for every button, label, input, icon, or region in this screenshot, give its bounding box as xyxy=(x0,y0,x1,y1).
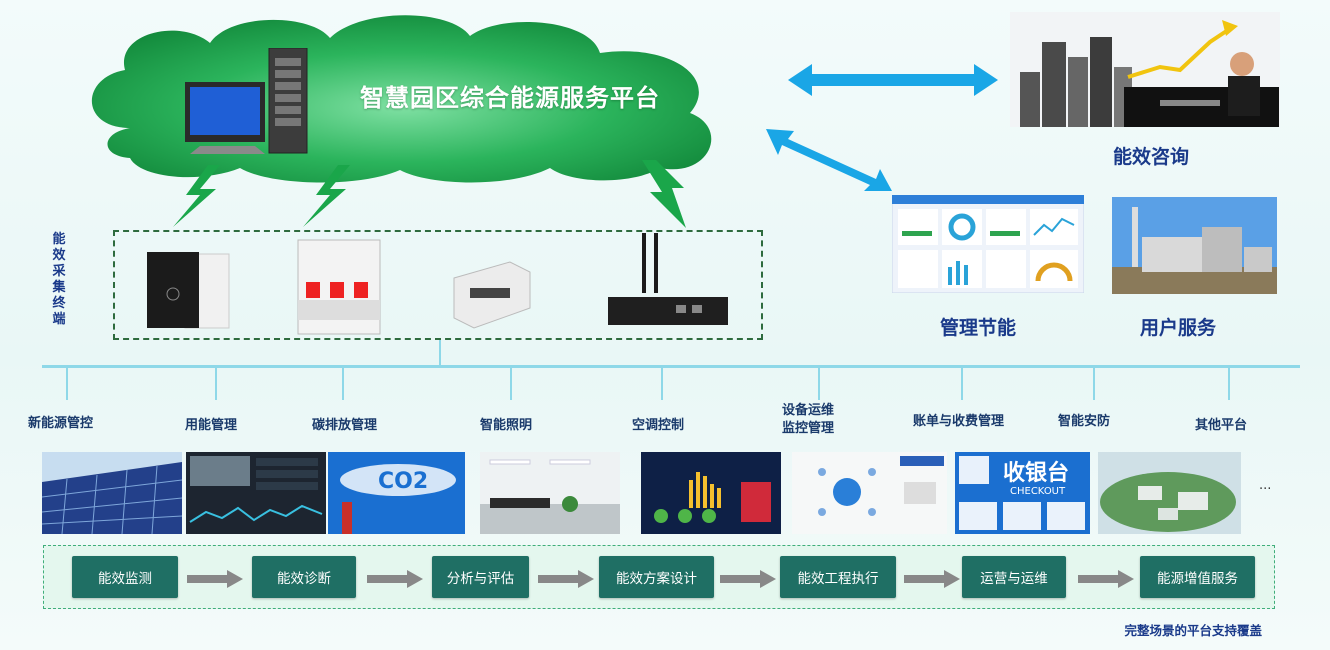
double-arrow-icon xyxy=(788,64,998,96)
arrow-right-icon xyxy=(904,570,960,588)
cashier-checkout-image: 收银台 CHECKOUT xyxy=(955,452,1090,534)
air-conditioning-dashboard-image xyxy=(641,452,781,534)
flow-step: 分析与评估 xyxy=(432,556,529,598)
tick xyxy=(1228,366,1230,400)
manage-label: 管理节能 xyxy=(940,317,1017,339)
connector-line xyxy=(819,195,821,365)
tick xyxy=(342,366,344,400)
tick xyxy=(215,366,217,400)
smart-lighting-office-image xyxy=(480,452,620,534)
flow-step: 能源增值服务 xyxy=(1140,556,1255,598)
service-label: 用户服务 xyxy=(1140,317,1217,339)
tick xyxy=(961,366,963,400)
lightning-icon xyxy=(303,165,350,227)
category-label: 其他平台 xyxy=(1195,418,1248,433)
category-label: 智能照明 xyxy=(480,418,533,433)
category-label: 智能安防 xyxy=(1058,414,1111,429)
computer-server-icon xyxy=(185,48,308,154)
tick xyxy=(510,366,512,400)
svg-text:收银台: 收银台 xyxy=(1003,460,1069,486)
smart-park-3d-image xyxy=(1098,452,1241,534)
terminal-label: 能 效 采 集 终 端 xyxy=(52,232,66,327)
energy-meter-icon xyxy=(453,261,531,329)
solar-panel-image xyxy=(42,452,182,534)
connector-line xyxy=(439,340,441,367)
flow-step: 能效工程执行 xyxy=(780,556,896,598)
power-plant-image xyxy=(1112,197,1277,294)
lightning-icon xyxy=(173,165,220,227)
device-group-box xyxy=(113,230,763,340)
arrow-right-icon xyxy=(187,570,243,588)
more-indicator: ... xyxy=(1259,478,1272,493)
footer-caption: 完整场景的平台支持覆盖 xyxy=(1124,623,1262,638)
smart-panel-device-icon xyxy=(147,252,230,329)
co2-emission-image: CO2 xyxy=(328,452,465,534)
tick xyxy=(661,366,663,400)
category-bus-line xyxy=(42,365,1300,368)
category-label: 设备运维 监控管理 xyxy=(782,403,835,436)
arrow-right-icon xyxy=(1078,570,1134,588)
category-label: 账单与收费管理 xyxy=(913,414,1005,429)
flow-step: 运营与运维 xyxy=(962,556,1066,598)
tick xyxy=(1093,366,1095,400)
category-label: 空调控制 xyxy=(632,418,685,433)
flow-step: 能效方案设计 xyxy=(599,556,714,598)
category-label: 用能管理 xyxy=(185,418,238,433)
business-consulting-image xyxy=(1010,12,1280,127)
category-label: 新能源管控 xyxy=(28,416,94,431)
gateway-router-icon xyxy=(608,233,728,325)
circuit-breaker-icon xyxy=(297,239,381,335)
tick xyxy=(66,366,68,400)
arrow-right-icon xyxy=(538,570,594,588)
energy-usage-dashboard-image xyxy=(186,452,326,534)
double-arrow-icon xyxy=(766,129,892,191)
category-label: 碳排放管理 xyxy=(312,418,378,433)
equipment-monitoring-diagram-image xyxy=(792,452,947,534)
lightning-icon xyxy=(642,160,686,228)
dashboard-image xyxy=(892,195,1084,293)
tick xyxy=(818,366,820,400)
platform-title: 智慧园区综合能源服务平台 xyxy=(360,84,660,112)
flow-step: 能效诊断 xyxy=(252,556,356,598)
svg-text:CO2: CO2 xyxy=(378,469,428,494)
consult-label: 能效咨询 xyxy=(1113,146,1190,168)
flow-step: 能效监测 xyxy=(72,556,178,598)
svg-text:CHECKOUT: CHECKOUT xyxy=(1010,486,1066,497)
arrow-right-icon xyxy=(367,570,423,588)
arrow-right-icon xyxy=(720,570,776,588)
